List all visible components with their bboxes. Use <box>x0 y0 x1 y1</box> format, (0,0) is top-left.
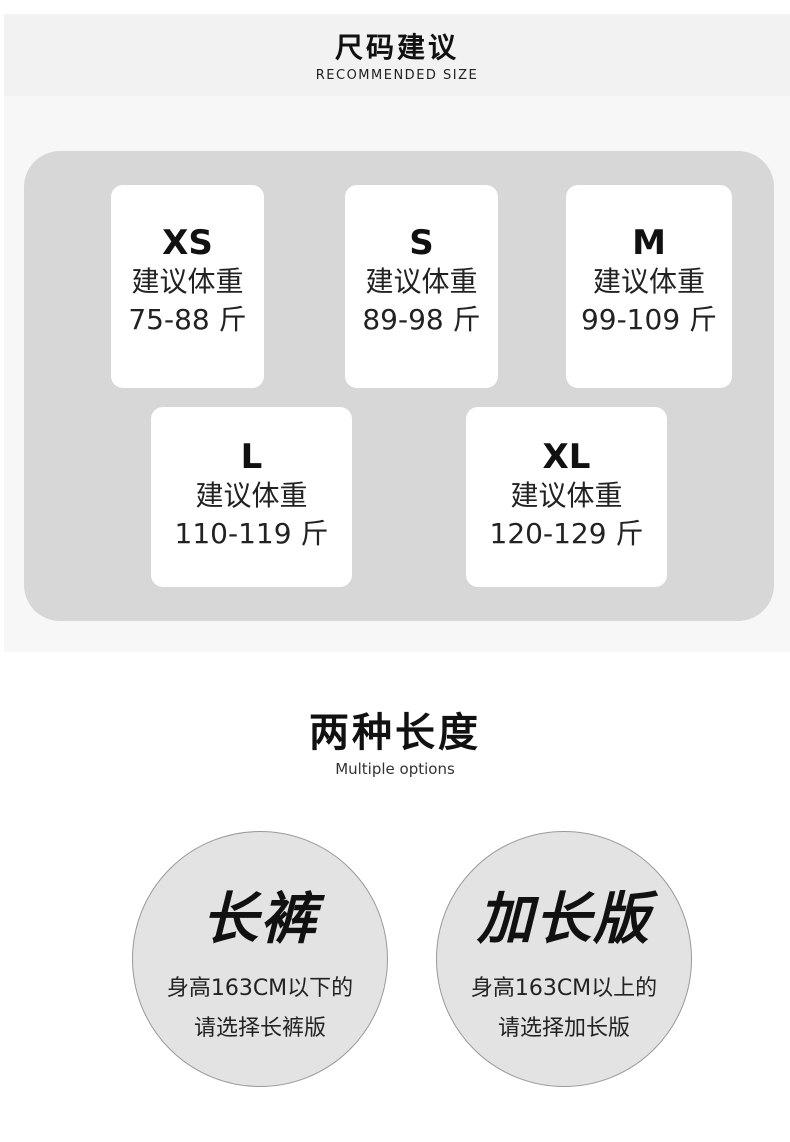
size-label: XL <box>542 437 591 477</box>
size-range: 120-129 斤 <box>489 517 644 550</box>
size-card-xl: XL 建议体重 120-129 斤 <box>466 407 667 587</box>
size-label: L <box>240 437 263 477</box>
size-card-xs: XS 建议体重 75-88 斤 <box>111 185 264 388</box>
size-range: 99-109 斤 <box>580 303 718 336</box>
size-subtitle: RECOMMENDED SIZE <box>315 68 479 83</box>
size-label: S <box>409 223 434 263</box>
size-card-m: M 建议体重 99-109 斤 <box>566 185 732 388</box>
size-panel: XS 建议体重 75-88 斤 S 建议体重 89-98 斤 M 建议体重 99… <box>24 151 774 621</box>
size-note: 建议体重 <box>131 265 244 298</box>
size-range: 75-88 斤 <box>128 303 247 336</box>
option-line: 请选择长裤版 <box>193 1016 326 1041</box>
option-circle-regular: 长裤 身高163CM以下的 请选择长裤版 <box>132 831 388 1087</box>
size-range: 110-119 斤 <box>174 517 329 550</box>
size-title: 尺码建议 <box>334 31 459 64</box>
option-line: 请选择加长版 <box>497 1016 630 1041</box>
size-label: M <box>632 223 666 263</box>
option-line: 身高163CM以上的 <box>470 976 658 1001</box>
option-title: 长裤 <box>202 887 318 952</box>
size-header-band: 尺码建议 RECOMMENDED SIZE <box>4 14 790 96</box>
option-title: 加长版 <box>477 887 651 952</box>
size-note: 建议体重 <box>365 265 478 298</box>
option-line: 身高163CM以下的 <box>166 976 354 1001</box>
size-section: XS 建议体重 75-88 斤 S 建议体重 89-98 斤 M 建议体重 99… <box>4 96 790 652</box>
size-note: 建议体重 <box>510 479 623 512</box>
option-circle-long: 加长版 身高163CM以上的 请选择加长版 <box>436 831 692 1087</box>
size-card-l: L 建议体重 110-119 斤 <box>151 407 352 587</box>
options-title: 两种长度 <box>309 710 481 756</box>
size-range: 89-98 斤 <box>362 303 481 336</box>
options-subtitle: Multiple options <box>335 760 455 778</box>
size-note: 建议体重 <box>592 265 705 298</box>
size-note: 建议体重 <box>195 479 308 512</box>
size-label: XS <box>162 223 213 263</box>
size-card-s: S 建议体重 89-98 斤 <box>345 185 498 388</box>
